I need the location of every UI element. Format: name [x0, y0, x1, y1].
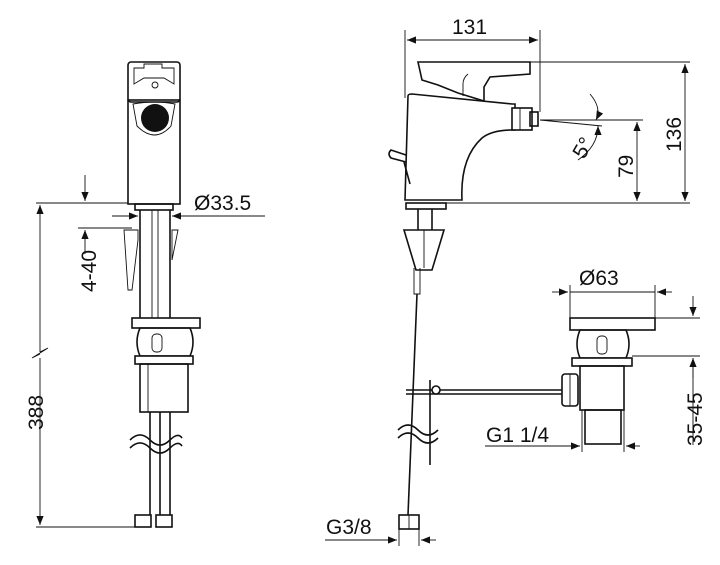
break-mark: [129, 434, 183, 446]
aerator-icon: [141, 104, 169, 132]
front-view-faucet: [123, 61, 201, 528]
label-4-40: 4-40: [78, 250, 101, 292]
label-136: 136: [663, 117, 686, 152]
waste-dimensions: Ø63 35-45 G1 1/4 G3/8: [325, 267, 707, 546]
label-g1-1-4: G1 1/4: [486, 424, 549, 447]
label-5-degrees: 5°: [568, 134, 598, 163]
label-35-45: 35-45: [684, 392, 707, 446]
side-view-faucet: [388, 61, 572, 530]
waste-assembly: [561, 317, 656, 445]
label-131: 131: [452, 16, 487, 39]
label-79: 79: [615, 155, 638, 178]
break-mark: [397, 424, 439, 436]
label-diameter-63: Ø63: [579, 267, 619, 290]
side-view-dimensions: 131 136 79 5°: [404, 16, 690, 204]
front-view-dimensions: 388 4-40 Ø33.5: [25, 175, 265, 528]
label-g3-8: G3/8: [326, 516, 372, 539]
label-388: 388: [25, 395, 48, 430]
label-diameter-33-5: Ø33.5: [194, 192, 251, 215]
